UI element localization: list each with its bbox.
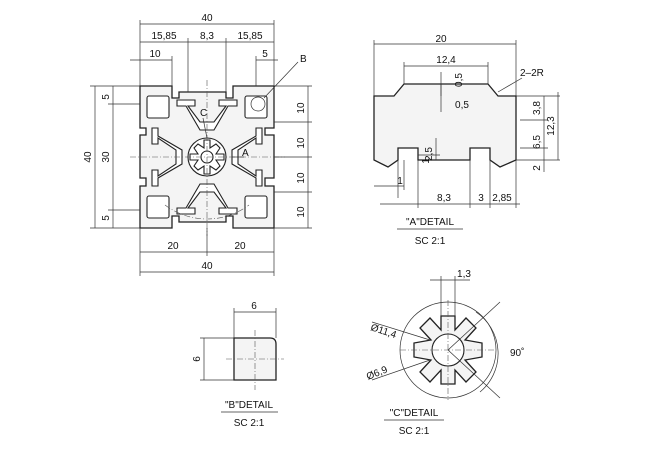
detail-a-dim-s1: 3 — [478, 193, 484, 204]
dim-bottom-total: 40 — [201, 261, 213, 272]
dim-left-top: 5 — [101, 94, 112, 100]
dim-left-total: 40 — [83, 151, 94, 163]
detail-c-dim-tooth: 1,3 — [457, 269, 471, 280]
dim-bottom-left: 20 — [167, 241, 179, 252]
dim-left-inner: 30 — [101, 151, 112, 163]
dim-right-1: 10 — [296, 102, 307, 114]
detail-a-title: "A"DETAIL — [406, 217, 454, 228]
detail-b-outline — [233, 337, 277, 381]
detail-a-dim-width: 20 — [435, 34, 447, 45]
label-a: A — [242, 148, 249, 159]
detail-b-dim-h: 6 — [192, 356, 203, 362]
left-dimensions: 40 30 5 5 — [83, 85, 140, 229]
dim-left-bottom: 5 — [101, 215, 112, 221]
corner-cavity-bl — [146, 195, 170, 219]
detail-a-scale: SC 2:1 — [415, 236, 446, 247]
detail-a-dim-slot: 8,3 — [437, 193, 451, 204]
arc-ref — [164, 204, 250, 220]
bottom-dimensions: 20 20 40 — [139, 228, 275, 276]
dim-top-right: 15,85 — [237, 31, 262, 42]
detail-a-dim-inner: 12,4 — [436, 55, 456, 66]
top-dimensions: 40 15,85 8,3 15,85 10 5 — [130, 13, 278, 92]
detail-a-dim-radius: 2–2R — [520, 68, 544, 79]
main-profile-view: 40 15,85 8,3 15,85 10 5 40 30 5 — [83, 13, 312, 276]
detail-b-view: 6 6 "B"DETAIL SC 2:1 — [192, 301, 284, 429]
detail-a-dim-r4: 2 — [532, 165, 543, 171]
detail-a-dim-r3: 12,3 — [546, 116, 557, 136]
dim-right-2: 10 — [296, 137, 307, 149]
detail-b-title: "B"DETAIL — [225, 400, 273, 411]
corner-cavity-tr — [244, 95, 268, 119]
leader-c — [202, 117, 208, 139]
detail-c-view: 1,3 Ø11,4 Ø6,9 90˚ "C"DETAIL SC 2:1 — [365, 269, 524, 437]
detail-c-inner-leader — [371, 359, 431, 381]
detail-a-dim-depth: 2,5 — [424, 147, 435, 161]
detail-c-angle-arc — [475, 311, 499, 393]
detail-a-dim-r2: 6,5 — [532, 135, 543, 149]
detail-c-scale: SC 2:1 — [399, 426, 430, 437]
detail-c-dim-outer: Ø11,4 — [369, 322, 398, 341]
right-dimensions: 10 10 10 10 — [274, 85, 312, 229]
leader-b — [263, 61, 299, 99]
detail-c-dim-inner: Ø6,9 — [365, 364, 390, 382]
corner-cavity-br — [244, 195, 268, 219]
detail-c-title: "C"DETAIL — [390, 408, 439, 419]
dim-right-4: 10 — [296, 206, 307, 218]
detail-a-dim-gap: 1 — [421, 158, 432, 164]
dim-slot-right: 5 — [262, 49, 268, 60]
detail-a-dim-h1: 0,5 — [454, 73, 465, 87]
detail-a-dim-s2: 2,85 — [492, 193, 512, 204]
detail-c-dim-angle: 90˚ — [510, 347, 524, 359]
corner-cavity-tl — [146, 95, 170, 119]
dim-slot-left: 10 — [149, 49, 161, 60]
dim-top-width: 40 — [201, 13, 213, 24]
dim-right-3: 10 — [296, 172, 307, 184]
dim-top-mid: 8,3 — [200, 31, 214, 42]
label-b: B — [300, 54, 307, 65]
detail-a-dim-r1: 3,8 — [532, 101, 543, 115]
detail-a-dim-left-lip: 1 — [397, 176, 403, 187]
detail-a-dim-h2: 0,5 — [455, 100, 469, 111]
detail-b-dim-w: 6 — [251, 301, 257, 312]
detail-a-outline — [373, 83, 517, 168]
detail-a-view: 20 12,4 0,5 0,5 2–2R 3,8 6,5 12,3 2 2,5 … — [373, 34, 560, 247]
dim-bottom-right: 20 — [234, 241, 246, 252]
detail-c-outer-leader — [371, 321, 431, 341]
detail-b-scale: SC 2:1 — [234, 418, 265, 429]
dim-top-left: 15,85 — [151, 31, 176, 42]
detail-b-marker — [250, 96, 266, 112]
detail-a-radius-leader — [497, 77, 523, 93]
label-c: C — [200, 108, 207, 119]
